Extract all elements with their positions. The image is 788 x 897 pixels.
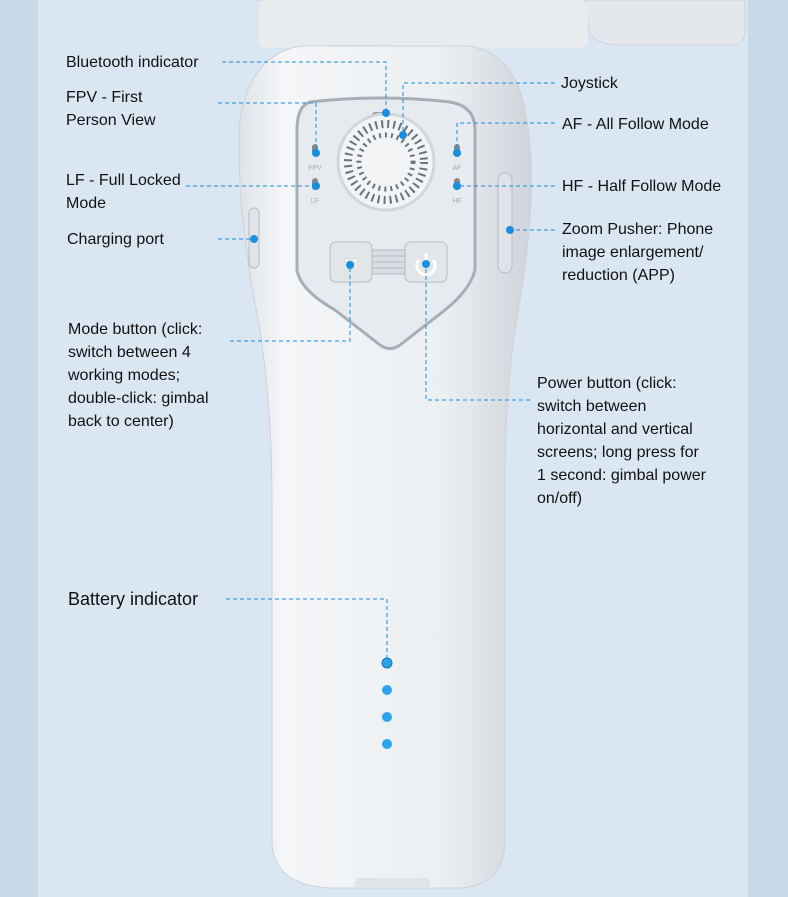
lf-led-label: LF: [311, 198, 319, 205]
indicator-dots: [250, 109, 514, 269]
label-bluetooth: Bluetooth indicator: [66, 54, 199, 71]
label-charging: Charging port: [67, 231, 164, 248]
label-battery: Battery indicator: [68, 589, 199, 609]
battery-leds: [381, 657, 393, 749]
gimbal-arm: [255, 0, 746, 46]
label-af: AF - All Follow Mode: [562, 116, 709, 133]
handle-bottom: [355, 878, 430, 888]
leader-lines: [186, 61, 555, 662]
label-joystick: Joystick: [561, 75, 618, 92]
gimbal-arm-base: [258, 0, 588, 48]
af-led-label: AF: [453, 165, 462, 172]
hf-led-label: HF: [452, 198, 461, 205]
zoom-pusher[interactable]: [497, 172, 513, 274]
fpv-led-label: FPV: [308, 165, 322, 172]
label-hf: HF - Half Follow Mode: [562, 178, 722, 195]
